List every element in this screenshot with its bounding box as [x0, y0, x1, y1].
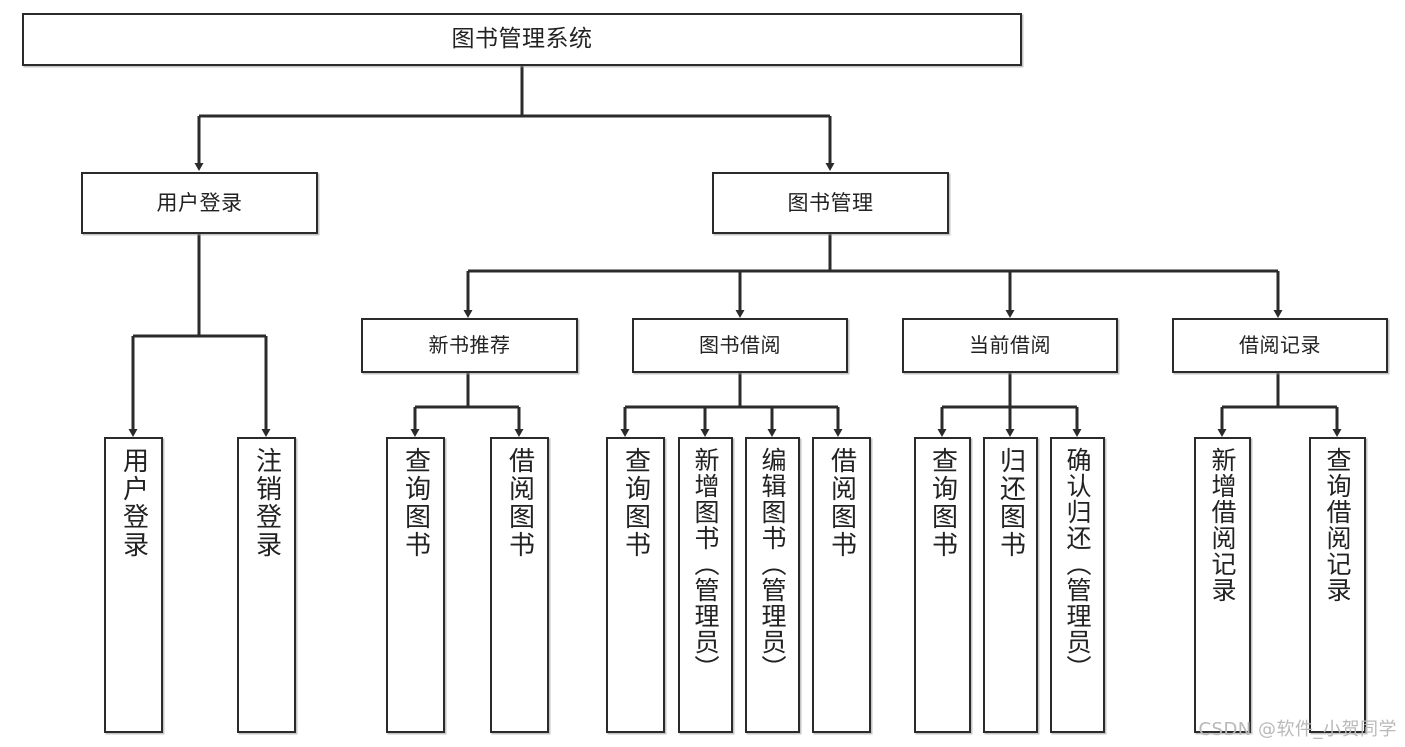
- csdn-watermark: CSDN @软件_小贺同学: [1198, 719, 1397, 740]
- leaf-query-book-borrow[interactable]: 查询图书: [606, 437, 665, 733]
- leaf-return-book[interactable]: 归还图书: [983, 437, 1038, 733]
- node-label: 新增借阅记录: [1208, 447, 1237, 603]
- node-borrow-record[interactable]: 借阅记录: [1172, 318, 1388, 373]
- node-label: 编辑图书（管理员）: [758, 447, 787, 681]
- node-label: 图书管理系统: [451, 25, 593, 52]
- node-label: 查询图书: [927, 447, 958, 559]
- node-label: 新书推荐: [428, 332, 511, 357]
- leaf-query-borrow-record[interactable]: 查询借阅记录: [1309, 437, 1366, 733]
- node-new-book-recommend[interactable]: 新书推荐: [361, 318, 578, 373]
- leaf-confirm-return-admin[interactable]: 确认归还（管理员）: [1050, 437, 1105, 733]
- leaf-borrow-book[interactable]: 借阅图书: [812, 437, 871, 733]
- node-current-borrow[interactable]: 当前借阅: [902, 318, 1118, 373]
- leaf-add-borrow-record[interactable]: 新增借阅记录: [1194, 437, 1251, 733]
- node-label: 查询图书: [620, 447, 651, 559]
- node-label: 借阅图书: [826, 447, 857, 559]
- node-label: 借阅图书: [504, 447, 535, 559]
- node-label: 用户登录: [118, 447, 149, 559]
- node-root-system[interactable]: 图书管理系统: [22, 13, 1022, 66]
- node-book-manage[interactable]: 图书管理: [712, 172, 949, 234]
- leaf-query-book-current[interactable]: 查询图书: [914, 437, 971, 733]
- node-user-login[interactable]: 用户登录: [81, 172, 318, 234]
- node-label: 注销登录: [251, 447, 282, 559]
- leaf-user-login[interactable]: 用户登录: [104, 437, 163, 733]
- node-label: 归还图书: [995, 447, 1026, 559]
- node-book-borrow[interactable]: 图书借阅: [632, 318, 848, 373]
- node-label: 用户登录: [156, 190, 243, 215]
- node-label: 图书管理: [787, 190, 874, 215]
- leaf-edit-book-admin[interactable]: 编辑图书（管理员）: [745, 437, 800, 733]
- node-label: 借阅记录: [1239, 332, 1321, 357]
- node-label: 当前借阅: [969, 332, 1051, 357]
- node-label: 确认归还（管理员）: [1063, 447, 1092, 681]
- node-label: 新增图书（管理员）: [691, 447, 720, 681]
- node-label: 查询借阅记录: [1323, 447, 1352, 603]
- leaf-borrow-book-recommend[interactable]: 借阅图书: [490, 437, 549, 733]
- leaf-add-book-admin[interactable]: 新增图书（管理员）: [678, 437, 733, 733]
- leaf-logout-login[interactable]: 注销登录: [237, 437, 296, 733]
- leaf-query-book-recommend[interactable]: 查询图书: [386, 437, 445, 733]
- node-label: 图书借阅: [699, 332, 781, 357]
- node-label: 查询图书: [400, 447, 431, 559]
